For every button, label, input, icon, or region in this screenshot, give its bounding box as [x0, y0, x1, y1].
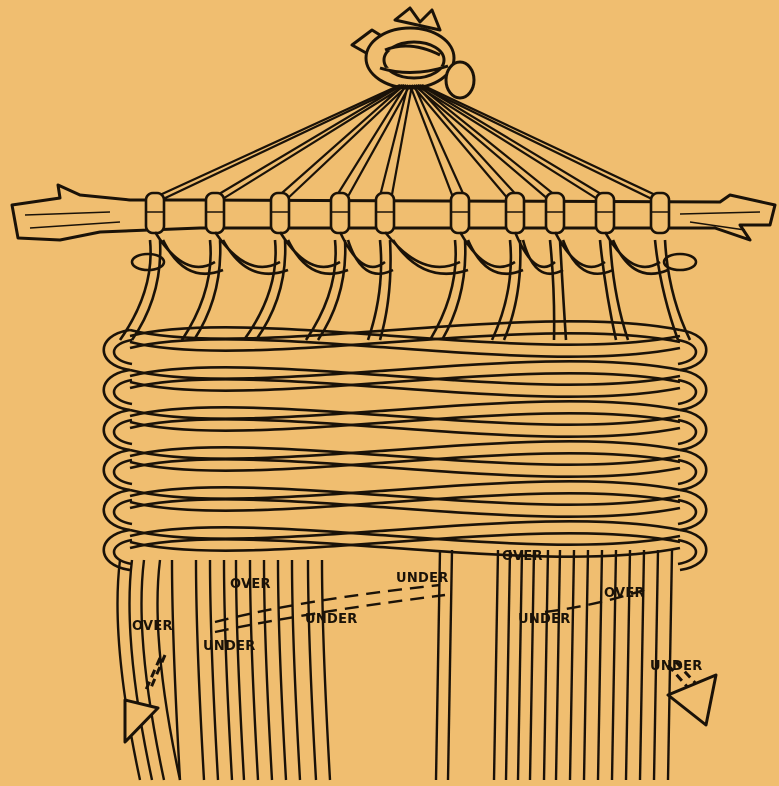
label-under-3: UNDER	[396, 571, 449, 586]
cord-loop	[271, 193, 289, 233]
cord-loop	[206, 193, 224, 233]
cord-loop	[451, 193, 469, 233]
label-over-2: OVER	[132, 619, 173, 634]
label-over-4: OVER	[604, 586, 645, 601]
cord-loop	[546, 193, 564, 233]
cord-loop	[146, 193, 164, 233]
label-under-1: UNDER	[305, 612, 358, 627]
cord-loop	[596, 193, 614, 233]
label-over-1: OVER	[230, 577, 271, 592]
cord-loop	[506, 193, 524, 233]
label-under-4: UNDER	[518, 612, 571, 627]
label-under-2: UNDER	[203, 639, 256, 654]
label-under-5: UNDER	[650, 659, 703, 674]
cord-loop	[376, 193, 394, 233]
label-over-3: OVER	[502, 549, 543, 564]
cord-loop	[651, 193, 669, 233]
cord-loop	[331, 193, 349, 233]
